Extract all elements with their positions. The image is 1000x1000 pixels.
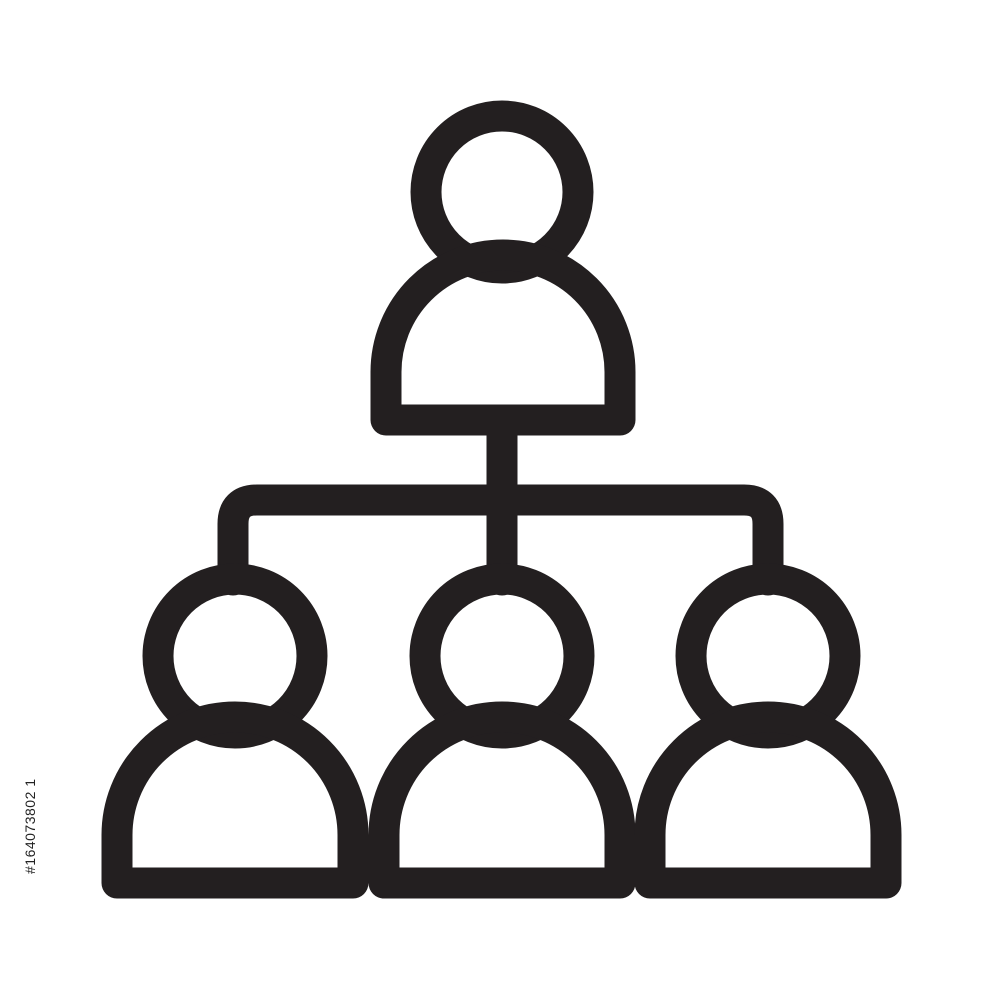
org-connector-lines: [217, 404, 784, 596]
team-member-right-head: [675, 563, 861, 749]
stock-id-label: #164073802 1: [22, 778, 38, 874]
manager-person-icon: [370, 100, 636, 436]
team-member-left-person-icon: [101, 563, 369, 899]
team-member-center-body: [368, 701, 636, 899]
team-member-left-body: [101, 701, 369, 899]
team-member-center-head: [409, 563, 595, 749]
team-member-left-head: [142, 563, 328, 749]
team-member-right-body: [634, 701, 902, 899]
manager-body: [370, 239, 636, 436]
team-member-center-person-icon: [368, 563, 636, 899]
horizontal-connector-branch: [217, 484, 784, 596]
team-member-right-person-icon: [634, 563, 902, 899]
